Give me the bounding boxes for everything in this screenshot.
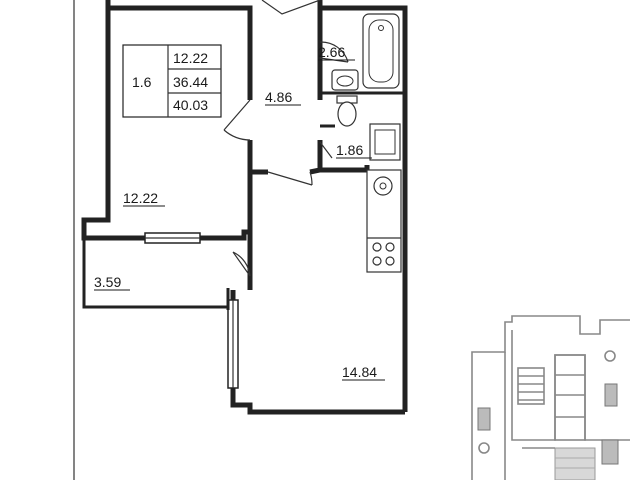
toilet-area: 1.86	[336, 142, 363, 158]
bedroom-walls	[81, 0, 253, 244]
toilet-door	[319, 141, 333, 159]
bathroom-walls	[320, 5, 408, 412]
apartment-code: 1.6	[132, 74, 152, 90]
bathroom-area: 2.66	[318, 44, 345, 60]
balcony-door	[232, 251, 251, 277]
hallway-walls	[250, 0, 323, 175]
stove-icon	[372, 242, 395, 266]
summary-area-with-balcony: 40.03	[173, 97, 208, 113]
key-plan-highlight	[554, 447, 596, 480]
hallway-area: 4.86	[265, 89, 292, 105]
summary-living-area: 12.22	[173, 50, 208, 66]
bedroom-door	[223, 99, 251, 141]
key-plan-stairs	[517, 367, 545, 405]
sink-icon	[373, 176, 393, 196]
kitchen-living-area: 14.84	[342, 364, 377, 380]
bedroom-area: 12.22	[123, 190, 158, 206]
balcony-area: 3.59	[94, 274, 121, 290]
floor-key-plan	[471, 315, 630, 480]
toilet-icon	[336, 95, 358, 127]
kitchen-walls	[227, 232, 405, 415]
summary-total-area: 36.44	[173, 74, 208, 90]
apartment-summary: 1.6 12.22 36.44 40.03	[122, 44, 222, 118]
washing-machine-icon	[369, 123, 401, 161]
kitchen-door	[267, 171, 313, 186]
bathtub-icon	[362, 13, 400, 89]
washbasin-icon	[331, 69, 359, 91]
kitchen-counter	[366, 169, 402, 273]
entrance-door	[261, 0, 321, 15]
balcony-walls	[82, 238, 230, 310]
